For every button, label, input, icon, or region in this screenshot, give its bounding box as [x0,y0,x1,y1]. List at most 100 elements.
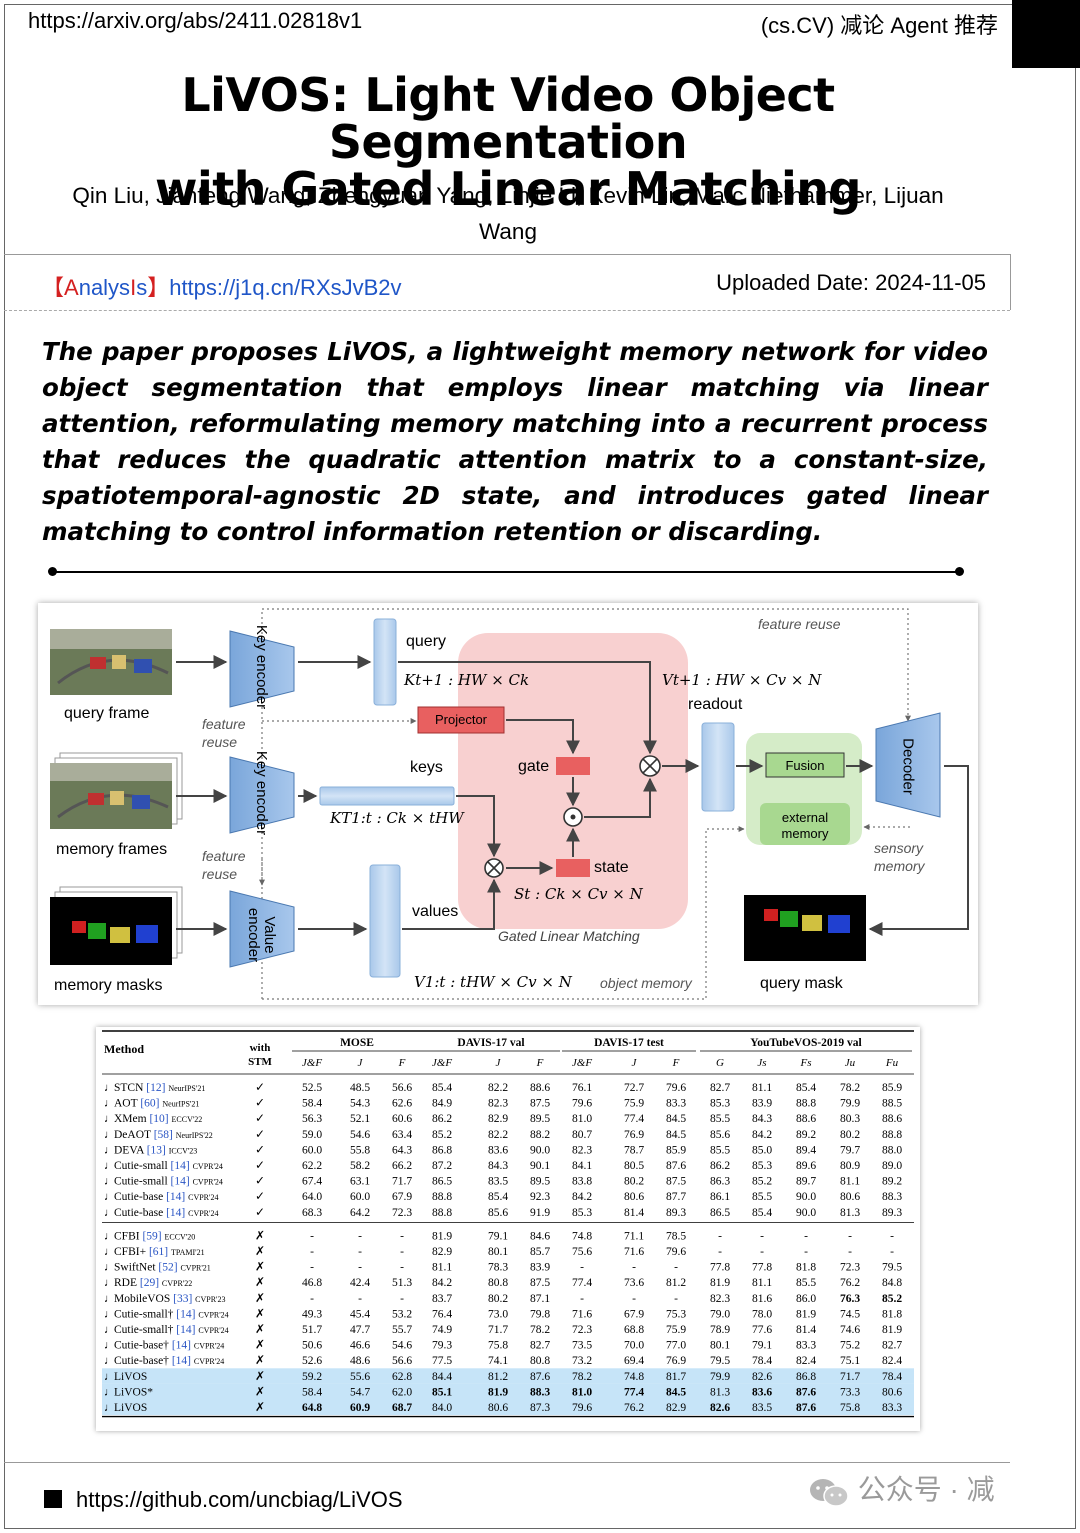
row-glyph: ♩ [104,1262,116,1274]
table-cell: 71.7 [488,1324,508,1336]
table-cell: 77.8 [710,1262,730,1274]
table-cell: - [718,1230,722,1242]
analysis-url[interactable]: https://j1q.cn/RXsJvB2v [169,275,402,300]
table-cell: 81.2 [488,1371,508,1383]
method-name: DeAOT [58] NeurIPS'22 [114,1129,213,1141]
table-cell: 87.3 [530,1402,550,1414]
table-cell: 69.4 [624,1355,644,1367]
table-cell: 75.6 [572,1246,592,1258]
table-cell: 74.5 [840,1308,860,1320]
arxiv-url[interactable]: https://arxiv.org/abs/2411.02818v1 [28,8,363,33]
table-cell: 78.3 [488,1262,508,1274]
table-cell: 59.0 [302,1129,322,1141]
table-cell: 74.8 [624,1371,644,1383]
table-cell: 72.3 [392,1207,412,1219]
table-cell: 88.8 [432,1191,452,1203]
stm-mark: ✗ [255,1228,265,1242]
table-cell: 81.9 [796,1308,816,1320]
table-cell: - [358,1262,362,1274]
table-cell: 82.4 [882,1355,902,1367]
table-cell: 88.8 [796,1098,816,1110]
table-cell: 86.8 [432,1144,452,1156]
row-glyph: ♩ [104,1386,116,1398]
table-cell: 71.6 [572,1308,592,1320]
table-cell: - [358,1246,362,1258]
row-glyph: ♩ [104,1129,116,1141]
table-cell: 81.1 [752,1277,772,1289]
memory-frames-label: memory frames [56,841,168,858]
reuse-word-2: reuse [202,866,238,882]
table-cell: 84.1 [572,1160,592,1172]
sub-header: J [358,1057,364,1069]
authors: Qin Liu, Jianfeng Wang, Zhengyuan Yang, … [30,178,986,250]
table-cell: - [632,1262,636,1274]
value-encoder-label: Value encoder [245,907,278,963]
table-cell: 46.6 [350,1340,370,1352]
table-cell: 64.3 [392,1144,412,1156]
table-cell: 84.3 [488,1160,508,1172]
table-cell: 89.2 [796,1129,816,1141]
table-cell: - [804,1246,808,1258]
table-cell: 81.7 [666,1371,686,1383]
table-cell: 88.3 [882,1191,902,1203]
gate-block [556,757,590,775]
divider-top [4,254,1010,255]
row-glyph: ♩ [104,1113,116,1125]
row-glyph: ♩ [104,1277,116,1289]
table-cell: 85.9 [666,1144,686,1156]
table-cell: 84.3 [752,1113,772,1125]
table-cell: - [760,1246,764,1258]
table-cell: 80.9 [840,1160,860,1172]
table-cell: 79.5 [882,1262,902,1274]
table-cell: 84.5 [666,1386,686,1398]
table-cell: 77.5 [432,1355,452,1367]
table-cell: 81.2 [666,1277,686,1289]
table-cell: 81.8 [796,1262,816,1274]
stm-mark: ✗ [255,1338,265,1352]
github-link[interactable]: https://github.com/uncbiag/LiVOS [76,1487,403,1512]
bracket-close: 】 [147,275,170,300]
stm-mark: ✗ [255,1369,265,1383]
method-name: Cutie-small [14] CVPR'24 [114,1176,223,1188]
feature-reuse-top: feature reuse [758,616,841,632]
table-cell: 81.3 [840,1207,860,1219]
table-cell: 85.2 [882,1293,902,1305]
table-cell: 87.6 [530,1371,550,1383]
wechat-icon [810,1478,849,1507]
method-name: Cutie-base† [14] CVPR'24 [114,1355,224,1367]
table-cell: 79.6 [572,1402,592,1414]
table-cell: 64.8 [302,1402,322,1414]
memory-frames-image [50,752,183,829]
table-cell: 50.6 [302,1340,322,1352]
table-cell: 77.4 [624,1386,644,1398]
stm-mark: ✓ [255,1205,265,1219]
table-cell: 79.6 [572,1098,592,1110]
sub-header: Fs [800,1057,812,1069]
table-cell: 85.5 [752,1191,772,1203]
table-cell: 84.8 [882,1277,902,1289]
table-cell: 82.9 [488,1113,508,1125]
table-cell: 82.9 [666,1402,686,1414]
method-name: STCN [12] NeurIPS'21 [114,1082,205,1094]
table-cell: 89.0 [882,1160,902,1172]
table-cell: 85.0 [752,1144,772,1156]
table-cell: 67.9 [392,1191,412,1203]
external-memory-block [760,803,850,845]
table-cell: 79.8 [530,1308,550,1320]
query-frame-label: query frame [64,705,150,722]
sub-header: Ju [845,1057,856,1069]
table-cell: 80.2 [488,1293,508,1305]
highlight-row [102,1368,914,1384]
table-cell: 63.4 [392,1129,412,1141]
architecture-figure: query frame memory frames memory masks K… [38,603,978,1005]
memory-word-2: memory [874,858,925,874]
table-cell: 79.1 [488,1230,508,1242]
key-encoder-1 [229,630,295,708]
row-glyph: ♩ [104,1230,116,1242]
row-glyph: ♩ [104,1371,116,1383]
analysis-link[interactable]: 【AnalysIs】https://j1q.cn/RXsJvB2v [42,270,402,302]
object-memory-label: object memory [600,975,692,991]
table-cell: 81.1 [752,1082,772,1094]
paper-title: LiVOS: Light Video Object Segmentation w… [0,72,1016,213]
